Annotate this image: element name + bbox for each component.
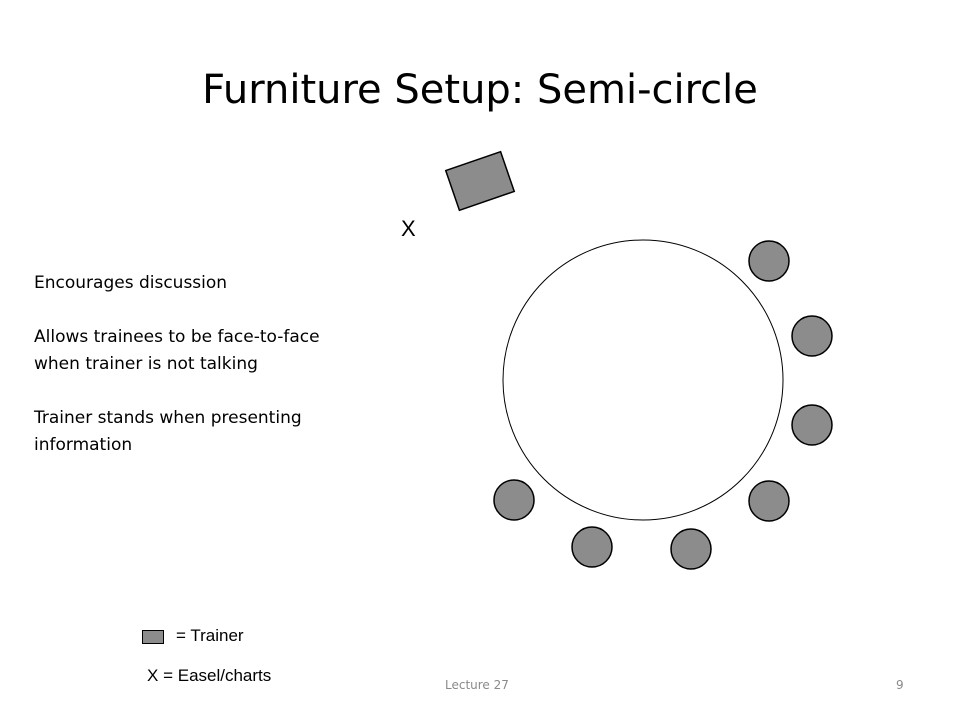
page-number: 9 <box>896 678 904 692</box>
note-item: Allows trainees to be face-to-face when … <box>34 327 320 374</box>
legend-easel: X = Easel/charts <box>147 666 271 686</box>
slide-title: Furniture Setup: Semi-circle <box>202 67 758 113</box>
legend-trainer: = Trainer <box>142 626 244 646</box>
notes-list: Encourages discussion Allows trainees to… <box>34 270 324 486</box>
trainee-seat <box>748 480 790 522</box>
trainer-swatch-icon <box>142 629 164 644</box>
table-circle <box>502 239 784 521</box>
footer-lecture: Lecture 27 <box>445 678 509 692</box>
trainer-shape <box>444 150 516 212</box>
trainee-seat <box>791 404 833 446</box>
legend-easel-symbol: X <box>147 666 159 685</box>
trainee-seat <box>670 528 712 570</box>
legend-trainer-label: = Trainer <box>176 626 244 645</box>
easel-marker: X <box>401 216 416 241</box>
trainee-seat <box>748 240 790 282</box>
trainee-seat <box>493 479 535 521</box>
legend-easel-label: = Easel/charts <box>163 666 272 685</box>
trainee-seat <box>791 315 833 357</box>
trainee-seat <box>571 526 613 568</box>
note-item: Encourages discussion <box>34 273 228 293</box>
note-item: Trainer stands when presenting informati… <box>34 408 302 455</box>
